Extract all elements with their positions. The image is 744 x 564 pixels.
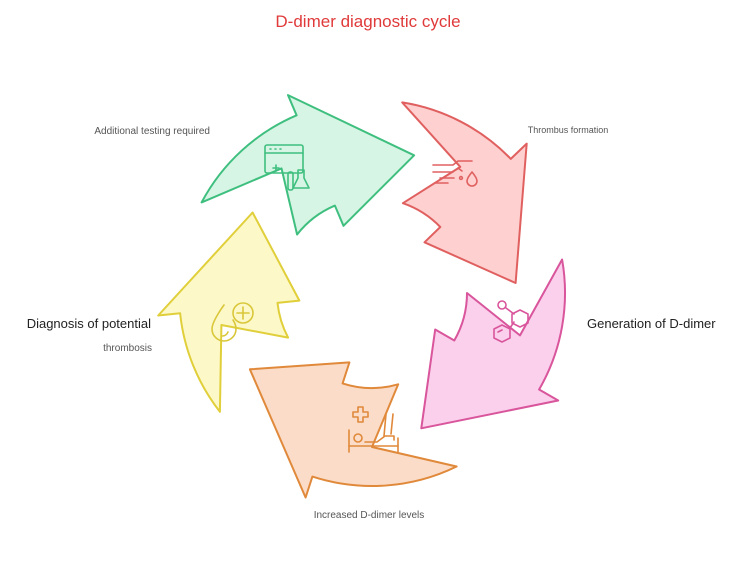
segment-increased-d-dimer — [248, 361, 458, 499]
diagram-title: D-dimer diagnostic cycle — [275, 12, 460, 31]
segment-generation-d-dimer — [420, 258, 567, 430]
label-generation-d-dimer: Generation of D-dimer — [587, 316, 716, 331]
hospital-bed-icon — [348, 406, 399, 453]
blood-drop-hand-icon — [432, 160, 478, 187]
segment-thrombus-formation — [401, 101, 528, 284]
segment-diagnosis — [157, 211, 301, 413]
molecule-icon — [493, 300, 529, 343]
lab-test-icon — [264, 144, 310, 191]
drop-plus-icon — [211, 302, 254, 342]
label-increased-d-dimer: Increased D-dimer levels — [314, 510, 425, 521]
segment-additional-testing — [200, 94, 416, 236]
label-diagnosis-line1: Diagnosis of potential — [27, 316, 151, 331]
label-thrombus-formation: Thrombus formation — [528, 125, 609, 135]
label-additional-testing: Additional testing required — [94, 126, 210, 137]
cycle-segments — [157, 94, 567, 499]
label-diagnosis-line2: thrombosis — [103, 343, 152, 354]
